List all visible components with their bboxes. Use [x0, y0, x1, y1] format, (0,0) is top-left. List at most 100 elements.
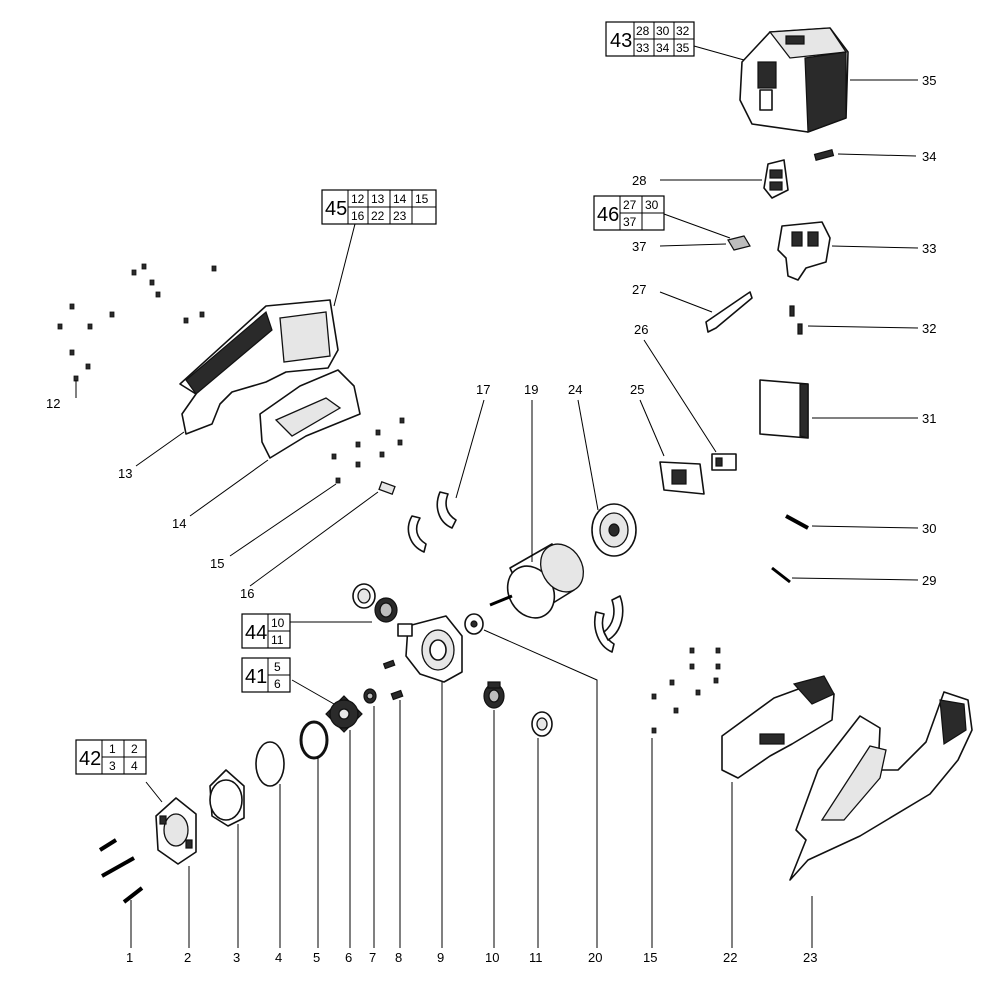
callout-15: 15	[210, 556, 224, 571]
callout-9: 9	[437, 950, 444, 965]
part-35-top-cover	[739, 27, 849, 133]
kit-box-41: 41 5 6	[241, 657, 291, 693]
kit-43-id: 43	[610, 30, 632, 52]
part-28-latch	[763, 159, 789, 199]
part-brush-segments	[594, 595, 624, 653]
part-16-cylinder	[378, 481, 396, 495]
kit-42-item: 4	[131, 759, 138, 773]
part-11-cap	[531, 711, 553, 737]
part-7-seal	[363, 688, 377, 704]
callout-10: 10	[485, 950, 499, 965]
kit-43-item: 35	[676, 41, 690, 55]
callout-16: 16	[240, 586, 254, 601]
part-2-front-housing	[155, 797, 197, 865]
callout-1: 1	[126, 950, 133, 965]
callout-15-bottom: 15	[643, 950, 657, 965]
callout-31: 31	[922, 411, 936, 426]
part-27-clip	[705, 291, 753, 333]
callout-34: 34	[922, 149, 936, 164]
part-23-handle	[789, 691, 973, 881]
part-31-pcb	[759, 379, 809, 439]
callout-33: 33	[922, 241, 936, 256]
kit-46-item: 30	[645, 198, 659, 212]
kit-42-id: 42	[79, 748, 101, 770]
part-17-brush-holders	[407, 491, 457, 553]
kit-43-item: 30	[656, 24, 670, 38]
kit-45-item: 14	[393, 192, 407, 206]
callout-27: 27	[632, 282, 646, 297]
kit-45-item: 23	[393, 209, 407, 223]
callout-11: 11	[529, 950, 543, 965]
kit-42-item: 3	[109, 759, 116, 773]
kit-42-item: 2	[131, 742, 138, 756]
part-9-pump-body	[397, 615, 463, 683]
kit-43-item: 33	[636, 41, 650, 55]
kit-45-item: 15	[415, 192, 429, 206]
kit-45-id: 45	[325, 198, 347, 220]
kit-44-item: 10	[271, 616, 285, 630]
callout-35: 35	[922, 73, 936, 88]
callout-28: 28	[632, 173, 646, 188]
kit-46-item: 37	[623, 215, 637, 229]
part-5-o-ring	[299, 720, 329, 760]
part-24-end-cap	[591, 503, 637, 557]
callout-22: 22	[723, 950, 737, 965]
kit-41-item: 5	[274, 660, 281, 674]
part-6-impeller	[325, 695, 363, 733]
kit-46-item: 27	[623, 198, 637, 212]
callout-3: 3	[233, 950, 240, 965]
part-8-screw	[390, 689, 404, 701]
kit-44-item: 11	[271, 633, 284, 647]
kit-box-46: 46 27 30 37	[593, 195, 665, 231]
kit-box-45: 45 12 13 14 15 16 22 23	[321, 189, 437, 225]
part-25-circuit-board	[659, 461, 705, 495]
callout-30: 30	[922, 521, 936, 536]
kit-45-item: 12	[351, 192, 365, 206]
kit-46-id: 46	[597, 204, 619, 226]
part-26-switch	[711, 453, 737, 471]
callout-5: 5	[313, 950, 320, 965]
part-30-pin	[785, 514, 809, 530]
callout-6: 6	[345, 950, 352, 965]
part-10-fitting	[483, 681, 505, 709]
callout-8: 8	[395, 950, 402, 965]
callout-numbers: 1 2 3 4 5 6 7 8 9 10 11 20 15 22 23 12 1…	[46, 73, 936, 965]
callout-23: 23	[803, 950, 817, 965]
callout-25: 25	[630, 382, 644, 397]
callout-26: 26	[634, 322, 648, 337]
callout-4: 4	[275, 950, 282, 965]
part-22-handle-half	[721, 675, 835, 779]
kit-44-id: 44	[245, 622, 267, 644]
callout-20: 20	[588, 950, 602, 965]
callout-19: 19	[524, 382, 538, 397]
part-1-screws	[98, 838, 144, 904]
part-drawings	[57, 27, 973, 904]
kit-45-item: 13	[371, 192, 385, 206]
part-33-latch-housing	[777, 221, 831, 281]
part-34-pin	[813, 149, 835, 161]
part-14-lower-housing	[259, 369, 361, 459]
kit-45-item: 16	[351, 209, 365, 223]
part-29-pin	[771, 566, 791, 584]
part-screw-scatter	[57, 263, 721, 734]
part-4-disc	[255, 741, 285, 787]
kit-45-item: 22	[371, 209, 385, 223]
callout-13: 13	[118, 466, 132, 481]
callout-12: 12	[46, 396, 60, 411]
callout-7: 7	[369, 950, 376, 965]
callout-32: 32	[922, 321, 936, 336]
callout-37: 37	[632, 239, 646, 254]
part-20-washer	[464, 613, 484, 635]
kit-43-item: 28	[636, 24, 650, 38]
kit-42-item: 1	[109, 742, 116, 756]
kit-43-item: 32	[676, 24, 690, 38]
kit-box-44: 44 10 11	[241, 613, 291, 649]
kit-41-id: 41	[245, 666, 267, 688]
part-screw-upper	[382, 659, 396, 670]
part-13-upper-housing	[179, 299, 339, 435]
part-fittings-upper	[352, 583, 398, 623]
part-3-cover-plate	[209, 769, 245, 827]
callout-24: 24	[568, 382, 582, 397]
kit-43-item: 34	[656, 41, 670, 55]
